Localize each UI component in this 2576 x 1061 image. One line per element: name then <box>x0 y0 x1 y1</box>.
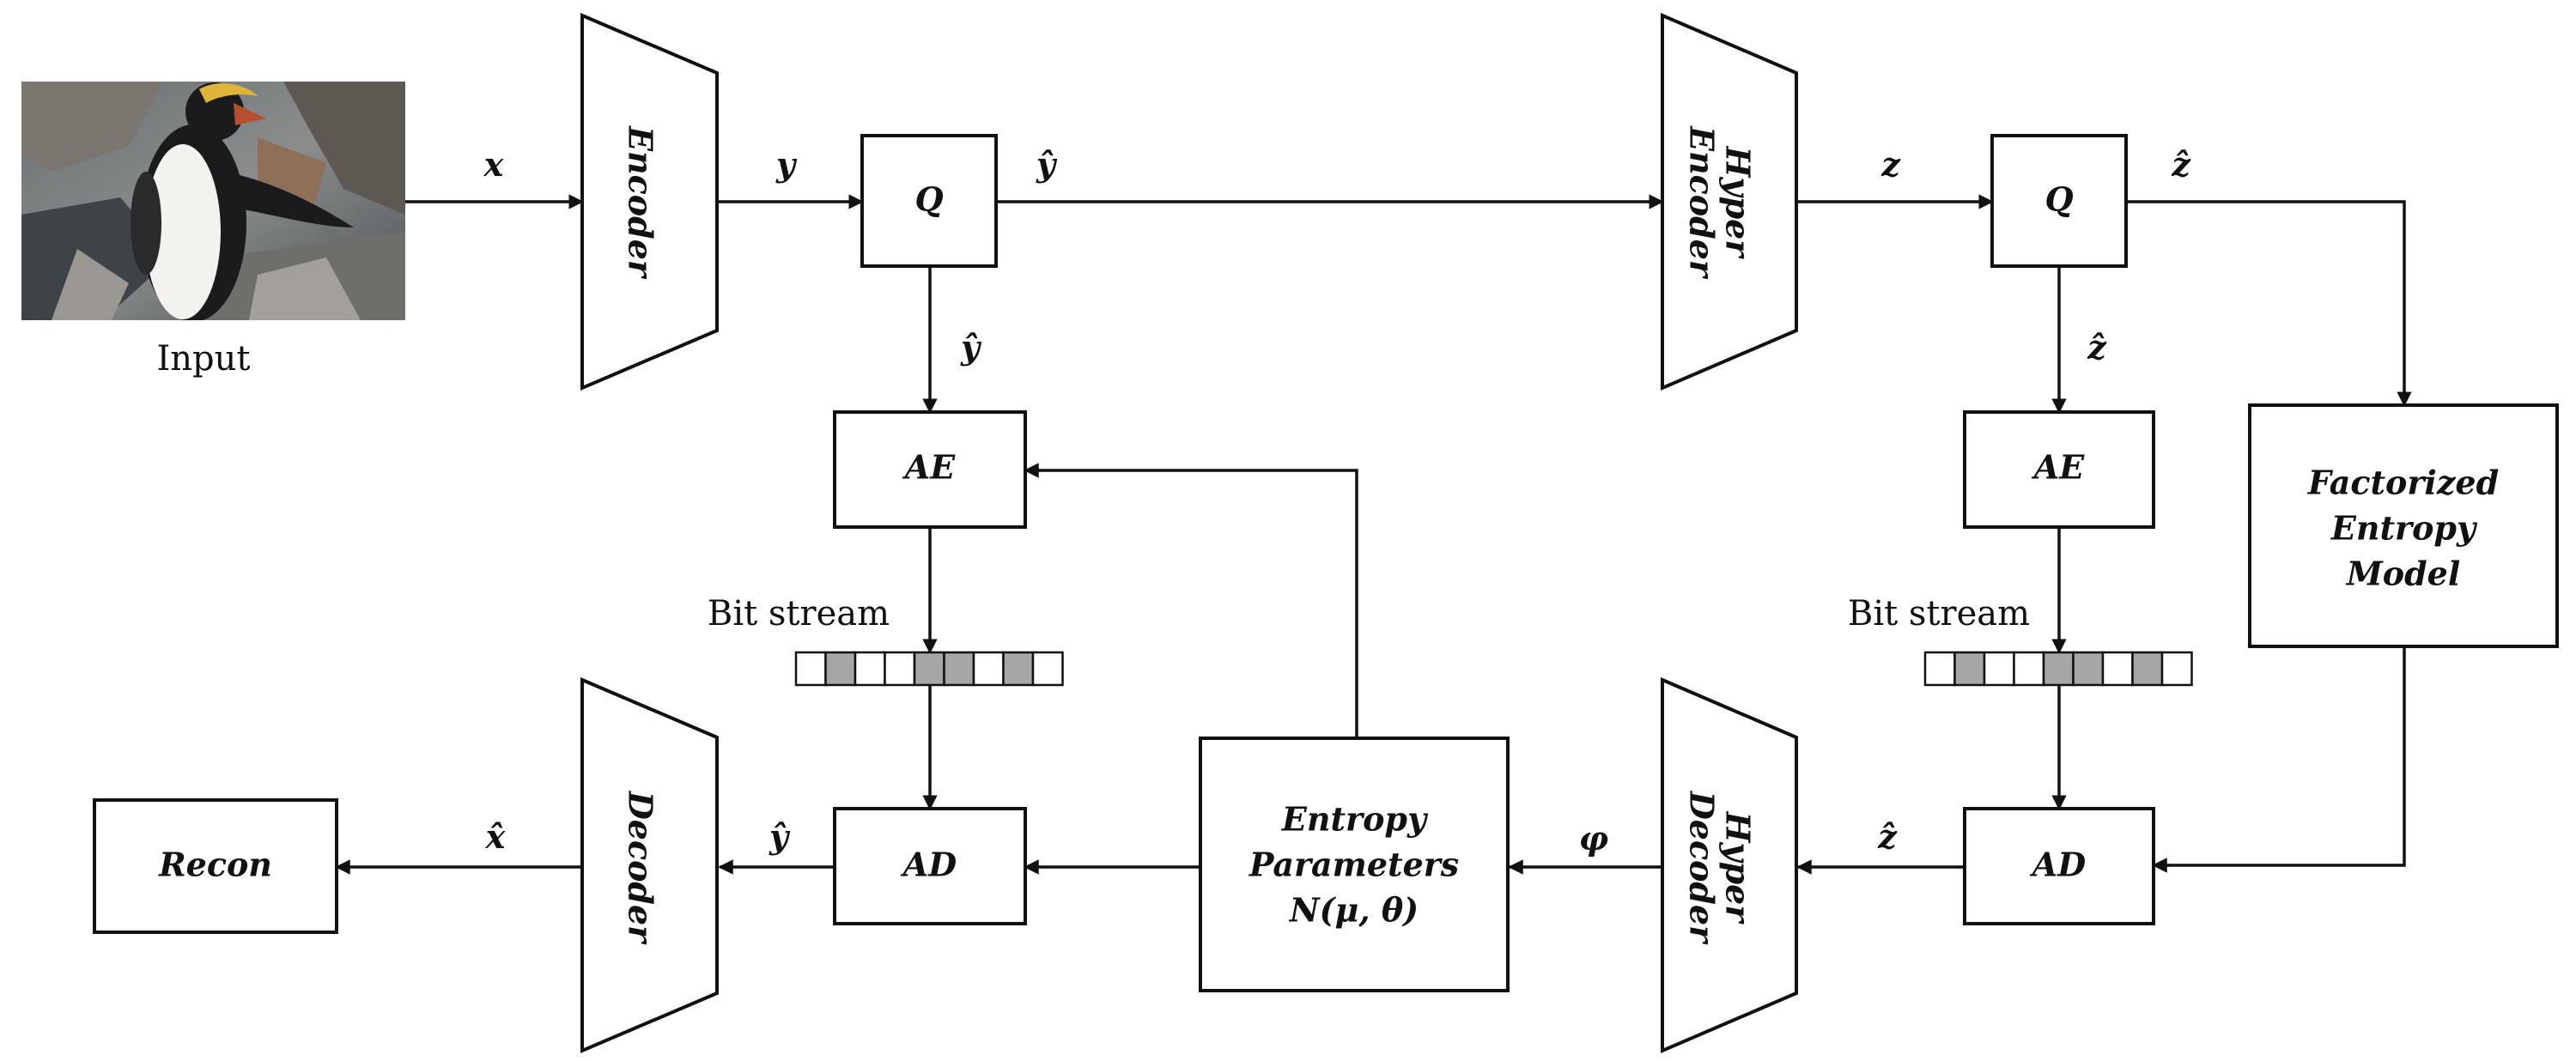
bit-cell <box>2042 651 2075 687</box>
bit-cell <box>913 651 945 687</box>
bit-cell <box>1953 651 1986 687</box>
hyper-encoder-block: Hyper Encoder <box>1661 12 1798 391</box>
label-x-hat: x̂ <box>485 817 507 856</box>
bit-cell <box>1983 651 2015 687</box>
bit-cell <box>1923 651 1956 687</box>
bit-cell <box>2013 651 2045 687</box>
label-phi: φ <box>1579 819 1608 858</box>
recon-label: Recon <box>158 846 272 884</box>
bit-cell <box>2072 651 2105 687</box>
input-image <box>21 82 405 320</box>
factorized-label-line3: Model <box>2345 555 2461 593</box>
hyper-arithmetic-decoder-block: AD <box>1963 807 2155 925</box>
bit-cell <box>1031 651 1064 687</box>
arithmetic-decoder-label: AD <box>901 846 957 884</box>
hyper-quantizer-label: Q <box>2044 180 2073 219</box>
bit-cell <box>943 651 975 687</box>
decoder-label: Decoder <box>622 791 660 945</box>
label-y-hat-bottom: ŷ <box>769 817 791 856</box>
bit-cell <box>2131 651 2164 687</box>
bit-cell <box>1002 651 1035 687</box>
hyper-encoder-label-line1: Hyper <box>1719 146 1758 260</box>
quantizer-label: Q <box>914 180 943 219</box>
edge-labels: x y ŷ ŷ z ẑ ẑ ẑ φ ŷ x̂ <box>483 145 2192 858</box>
label-z-hat-bottom: ẑ <box>1877 817 1898 856</box>
arrow-q2-to-factorized <box>2126 200 2412 407</box>
entropy-params-label-line2: Parameters <box>1249 846 1459 884</box>
hyper-decoder-block: Hyper Decoder <box>1661 676 1798 1054</box>
hyper-bitstream-caption: Bit stream <box>1848 594 2030 634</box>
bitstream-strip <box>794 651 1064 687</box>
bit-cell <box>2101 651 2134 687</box>
entropy-parameters-block: Entropy Parameters N(μ, θ) <box>1199 737 1510 992</box>
arrow-entropy-to-ae <box>1024 463 1358 738</box>
label-z-hat-top: ẑ <box>2171 145 2191 184</box>
hyper-quantizer-block: Q <box>1990 134 2128 268</box>
hyper-decoder-label-line1: Hyper <box>1719 811 1758 925</box>
bitstream-caption: Bit stream <box>708 594 890 634</box>
bit-cell <box>972 651 1005 687</box>
hyper-arithmetic-decoder-label: AD <box>2030 846 2086 884</box>
label-y: y <box>775 145 798 184</box>
hyper-encoder-label-line2: Encoder <box>1683 125 1722 280</box>
factorized-entropy-model-block: Factorized Entropy Model <box>2248 403 2559 648</box>
recon-block: Recon <box>93 798 338 934</box>
bit-cell <box>794 651 827 687</box>
arithmetic-encoder-block: AE <box>833 410 1027 529</box>
factorized-label-line1: Factorized <box>2307 464 2499 502</box>
quantizer-block: Q <box>860 134 998 268</box>
label-y-hat-top: ŷ <box>1036 145 1058 184</box>
bit-cell <box>854 651 886 687</box>
arithmetic-encoder-label: AE <box>902 448 956 487</box>
label-x: x <box>483 145 505 184</box>
factorized-label-line2: Entropy <box>2330 509 2478 548</box>
hyper-arithmetic-encoder-label: AE <box>2032 448 2085 487</box>
arithmetic-decoder-block: AD <box>833 807 1027 925</box>
label-y-hat-down: ŷ <box>960 328 982 367</box>
arrow-factorized-to-ad2 <box>2152 646 2406 873</box>
label-z-hat-down: ẑ <box>2087 328 2107 367</box>
encoder-label: Encoder <box>622 125 660 280</box>
encoder-block: Encoder <box>580 12 719 391</box>
hyper-bitstream-strip <box>1923 651 2193 687</box>
decoder-block: Decoder <box>580 676 719 1054</box>
hyper-decoder-label-line2: Decoder <box>1683 791 1722 945</box>
bit-cell <box>2160 651 2193 687</box>
input-caption: Input <box>156 339 250 379</box>
entropy-params-label-line3: N(μ, θ) <box>1289 891 1419 930</box>
connections <box>335 194 2412 875</box>
bit-cell <box>824 651 857 687</box>
label-z: z <box>1880 145 1901 184</box>
hyper-arithmetic-encoder-block: AE <box>1963 410 2155 529</box>
entropy-params-label-line1: Entropy <box>1281 800 1429 839</box>
bit-cell <box>884 651 916 687</box>
